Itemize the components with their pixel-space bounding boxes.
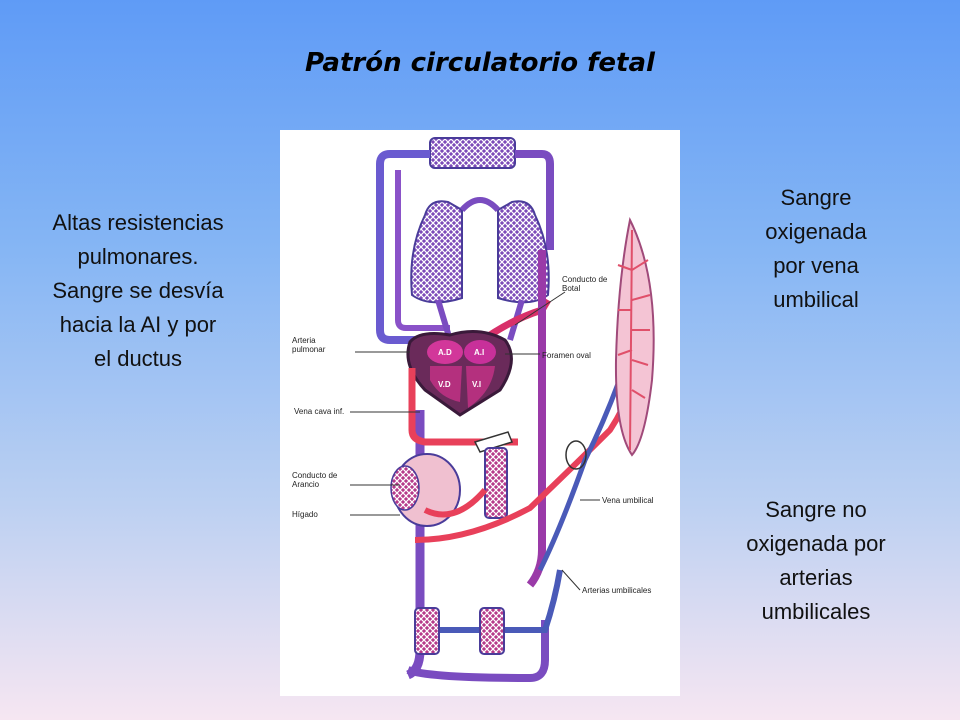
left-annotation-line: hacia la AI y por (59, 312, 217, 337)
right-ventricle (430, 366, 462, 402)
lung-vessels (459, 197, 501, 213)
lower-descending-vessel (406, 620, 549, 683)
placenta (614, 216, 655, 457)
label-conducto-botal-1: Conducto de (562, 275, 608, 284)
label-conducto-arancio-1: Conducto de (292, 471, 338, 480)
left-annotation-line: el ductus (93, 346, 183, 371)
label-higado: Hígado (292, 510, 318, 519)
left-annotation-line: Altas resistencias (52, 210, 224, 235)
chamber-vd: V.D (438, 380, 451, 389)
aorta-stub (473, 431, 513, 453)
fetal-circulation-diagram: A.D A.I V.D V.I (280, 130, 680, 696)
ductus-venosus (423, 488, 488, 518)
umbilical-artery-path (440, 569, 563, 633)
right-top-annotation-line: umbilical (773, 287, 859, 312)
chamber-vi: V.I (472, 380, 481, 389)
right-top-annotation-line: oxigenada (765, 219, 867, 244)
placental-vessels (617, 229, 651, 451)
umbilical-ring (565, 440, 587, 470)
right-bottom-annotation-line: arterias (779, 565, 853, 590)
right-bottom-annotation-line: Sangre no (765, 497, 867, 522)
left-atrium (464, 340, 496, 364)
left-lung (410, 200, 463, 304)
label-arteria-pulmonar-2: pulmonar (292, 345, 326, 354)
liver-capillaries (390, 465, 420, 511)
pulmonary-return (395, 170, 450, 331)
left-annotation-line: Sangre se desvía (52, 278, 224, 303)
label-vena-cava-inf: Vena cava inf. (294, 407, 344, 416)
left-annotation: Altas resistencias pulmonares. Sangre se… (28, 206, 248, 376)
label-arteria-pulmonar-1: Arteria (292, 336, 316, 345)
right-bottom-annotation-line: umbilicales (761, 599, 871, 624)
left-ventricle (466, 366, 495, 408)
chamber-ai: A.I (474, 348, 484, 357)
label-conducto-arancio-2: Arancio (292, 480, 320, 489)
right-lung (497, 200, 550, 304)
left-annotation-line: pulmonares. (77, 244, 199, 269)
lower-body-capillary-right (479, 607, 505, 655)
right-top-annotation-line: Sangre (780, 185, 852, 210)
label-arterias-umbilicales: Arterias umbilicales (582, 586, 651, 595)
oxygenated-ivc-stream (408, 368, 518, 446)
chamber-ad: A.D (438, 348, 452, 357)
label-foramen-oval: Foramen oval (542, 351, 591, 360)
label-vena-umbilical: Vena umbilical (602, 496, 654, 505)
upper-body-capillaries (429, 137, 516, 169)
label-conducto-botal-2: Botal (562, 284, 580, 293)
leader-lines (350, 291, 600, 591)
abdominal-capillaries (484, 447, 508, 519)
right-atrium (427, 340, 463, 364)
right-bottom-annotation: Sangre no oxigenada por arterias umbilic… (726, 493, 906, 629)
aortic-arch (515, 150, 554, 250)
slide-title: Patrón circulatorio fetal (305, 48, 655, 78)
right-top-annotation: Sangre oxigenada por vena umbilical (736, 181, 896, 317)
circulation-svg: A.D A.I V.D V.I (292, 137, 655, 683)
superior-vena-cava (376, 150, 430, 344)
right-bottom-annotation-line: oxigenada por (746, 531, 886, 556)
right-top-annotation-line: por vena (773, 253, 859, 278)
lower-body-capillary-left (414, 607, 440, 655)
